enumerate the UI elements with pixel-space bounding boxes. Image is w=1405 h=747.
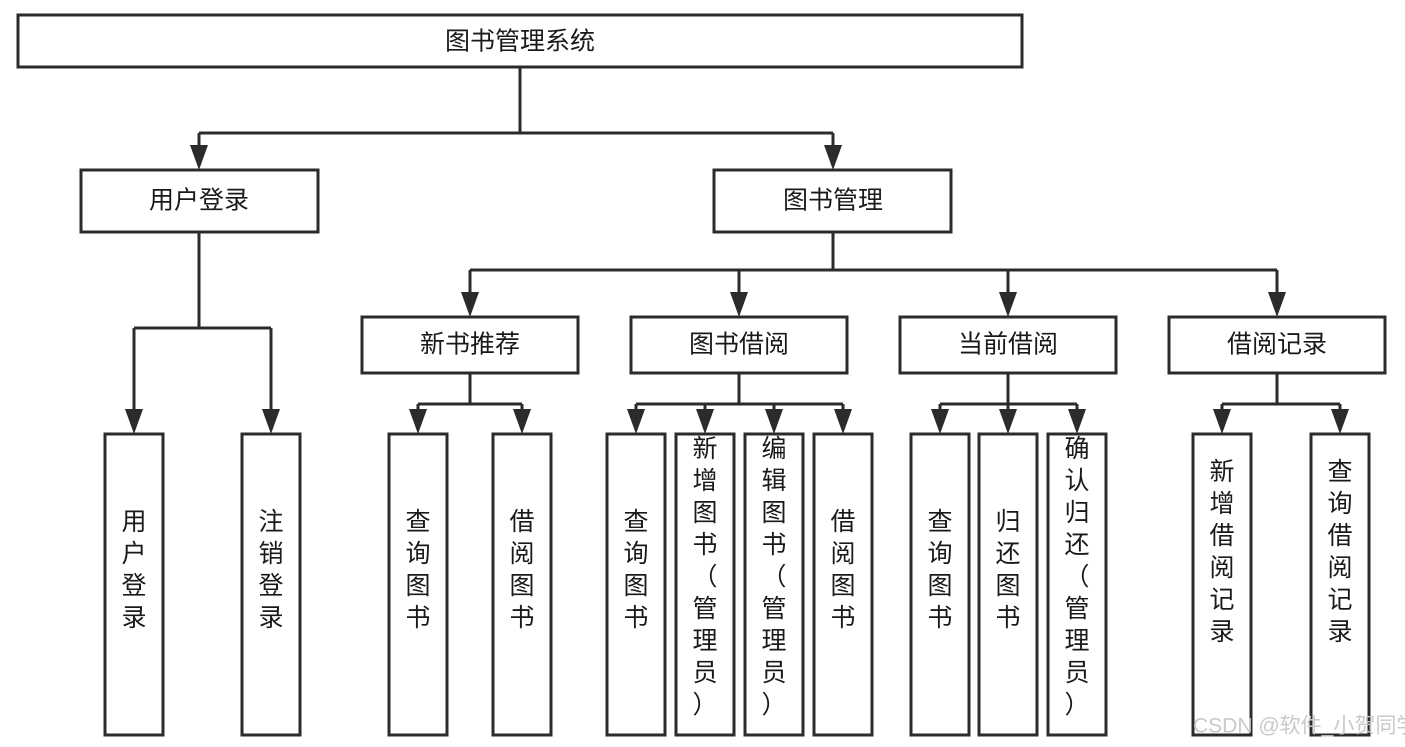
- node-leaf-query-book-1-label: 查询图书: [405, 508, 430, 632]
- node-root-label: 图书管理系统: [445, 28, 595, 56]
- node-leaf-logout-label: 注销登录: [258, 508, 283, 632]
- node-leaf-borrow-book-1[interactable]: 借阅图书: [491, 432, 553, 737]
- node-leaf-logout-box[interactable]: [240, 432, 302, 737]
- node-current-borrow[interactable]: 当前借阅: [898, 315, 1118, 375]
- node-book-manage[interactable]: 图书管理: [712, 168, 953, 234]
- node-leaf-query-record-box[interactable]: [1309, 432, 1371, 737]
- node-borrow-record-box[interactable]: [1167, 315, 1387, 375]
- node-new-book-rec-label: 新书推荐: [420, 331, 520, 359]
- node-user-login-label: 用户登录: [149, 187, 249, 215]
- watermark-label: CSDN @软件_小贺同学: [1193, 715, 1405, 738]
- node-leaf-add-book-label: 新增图书（管理员）: [692, 435, 717, 719]
- node-book-manage-label: 图书管理: [783, 187, 883, 215]
- node-leaf-query-record-label: 查询借阅记录: [1327, 458, 1352, 646]
- node-leaf-return-book[interactable]: 归还图书: [977, 432, 1039, 737]
- node-leaf-logout[interactable]: 注销登录: [240, 432, 302, 737]
- node-leaf-edit-book-box[interactable]: [743, 432, 805, 737]
- node-leaf-edit-book[interactable]: 编辑图书（管理员）: [743, 432, 805, 737]
- arrow-head-leaf-logout: [262, 409, 280, 434]
- arrow-head-leaf-borrow-book-2: [834, 409, 852, 434]
- arrow-head-leaf-user-login: [125, 409, 143, 434]
- node-book-borrow[interactable]: 图书借阅: [629, 315, 849, 375]
- arrow-head-new-book-rec: [461, 292, 479, 317]
- arrow-head-book-manage: [824, 145, 842, 170]
- node-current-borrow-label: 当前借阅: [958, 331, 1058, 359]
- node-leaf-query-record[interactable]: 查询借阅记录: [1309, 432, 1371, 737]
- node-leaf-query-book-2-label: 查询图书: [623, 508, 648, 632]
- node-user-login-box[interactable]: [79, 168, 320, 234]
- node-book-borrow-box[interactable]: [629, 315, 849, 375]
- node-leaf-confirm-return[interactable]: 确认归还（管理员）: [1046, 432, 1108, 737]
- arrow-head-leaf-query-book-1: [409, 409, 427, 434]
- node-book-manage-box[interactable]: [712, 168, 953, 234]
- node-new-book-rec-box[interactable]: [360, 315, 580, 375]
- node-leaf-query-book-2-box[interactable]: [605, 432, 667, 737]
- arrow-head-leaf-query-record: [1331, 409, 1349, 434]
- arrow-head-book-borrow: [730, 292, 748, 317]
- node-root[interactable]: 图书管理系统: [16, 13, 1024, 69]
- node-leaf-borrow-book-1-label: 借阅图书: [509, 508, 534, 632]
- node-root-box[interactable]: [16, 13, 1024, 69]
- node-leaf-query-book-1[interactable]: 查询图书: [387, 432, 449, 737]
- arrow-head-current-borrow: [999, 292, 1017, 317]
- node-leaf-query-book-3-label: 查询图书: [927, 508, 952, 632]
- node-leaf-borrow-book-2-box[interactable]: [812, 432, 874, 737]
- arrow-head-leaf-confirm-return: [1068, 409, 1086, 434]
- node-leaf-return-book-label: 归还图书: [995, 508, 1020, 632]
- arrow-head-leaf-edit-book: [765, 409, 783, 434]
- node-borrow-record[interactable]: 借阅记录: [1167, 315, 1387, 375]
- node-leaf-user-login-box[interactable]: [103, 432, 165, 737]
- node-leaf-query-book-3[interactable]: 查询图书: [909, 432, 971, 737]
- arrow-head-leaf-query-book-3: [931, 409, 949, 434]
- connector-layer: [125, 67, 1349, 434]
- node-leaf-borrow-book-2[interactable]: 借阅图书: [812, 432, 874, 737]
- arrow-head-leaf-add-record: [1213, 409, 1231, 434]
- arrow-head-leaf-add-book: [696, 409, 714, 434]
- node-leaf-borrow-book-1-box[interactable]: [491, 432, 553, 737]
- node-leaf-edit-book-label: 编辑图书（管理员）: [761, 435, 786, 719]
- node-new-book-rec[interactable]: 新书推荐: [360, 315, 580, 375]
- arrow-head-borrow-record: [1268, 292, 1286, 317]
- node-leaf-return-book-box[interactable]: [977, 432, 1039, 737]
- arrow-head-leaf-return-book: [999, 409, 1017, 434]
- node-leaf-add-record-box[interactable]: [1191, 432, 1253, 737]
- node-borrow-record-label: 借阅记录: [1227, 331, 1327, 359]
- node-leaf-query-book-2[interactable]: 查询图书: [605, 432, 667, 737]
- node-user-login[interactable]: 用户登录: [79, 168, 320, 234]
- node-leaf-add-book[interactable]: 新增图书（管理员）: [674, 432, 736, 737]
- node-current-borrow-box[interactable]: [898, 315, 1118, 375]
- node-leaf-confirm-return-label: 确认归还（管理员）: [1064, 435, 1089, 719]
- node-leaf-query-book-1-box[interactable]: [387, 432, 449, 737]
- node-book-borrow-label: 图书借阅: [689, 331, 789, 359]
- node-leaf-user-login-label: 用户登录: [121, 508, 146, 632]
- node-leaf-user-login[interactable]: 用户登录: [103, 432, 165, 737]
- node-leaf-query-book-3-box[interactable]: [909, 432, 971, 737]
- node-leaf-add-record[interactable]: 新增借阅记录: [1191, 432, 1253, 737]
- node-leaf-add-book-box[interactable]: [674, 432, 736, 737]
- arrow-head-leaf-borrow-book-1: [513, 409, 531, 434]
- arrow-head-user-login: [190, 145, 208, 170]
- node-leaf-add-record-label: 新增借阅记录: [1209, 458, 1234, 646]
- arrow-head-leaf-query-book-2: [627, 409, 645, 434]
- node-leaf-confirm-return-box[interactable]: [1046, 432, 1108, 737]
- node-leaf-borrow-book-2-label: 借阅图书: [830, 508, 855, 632]
